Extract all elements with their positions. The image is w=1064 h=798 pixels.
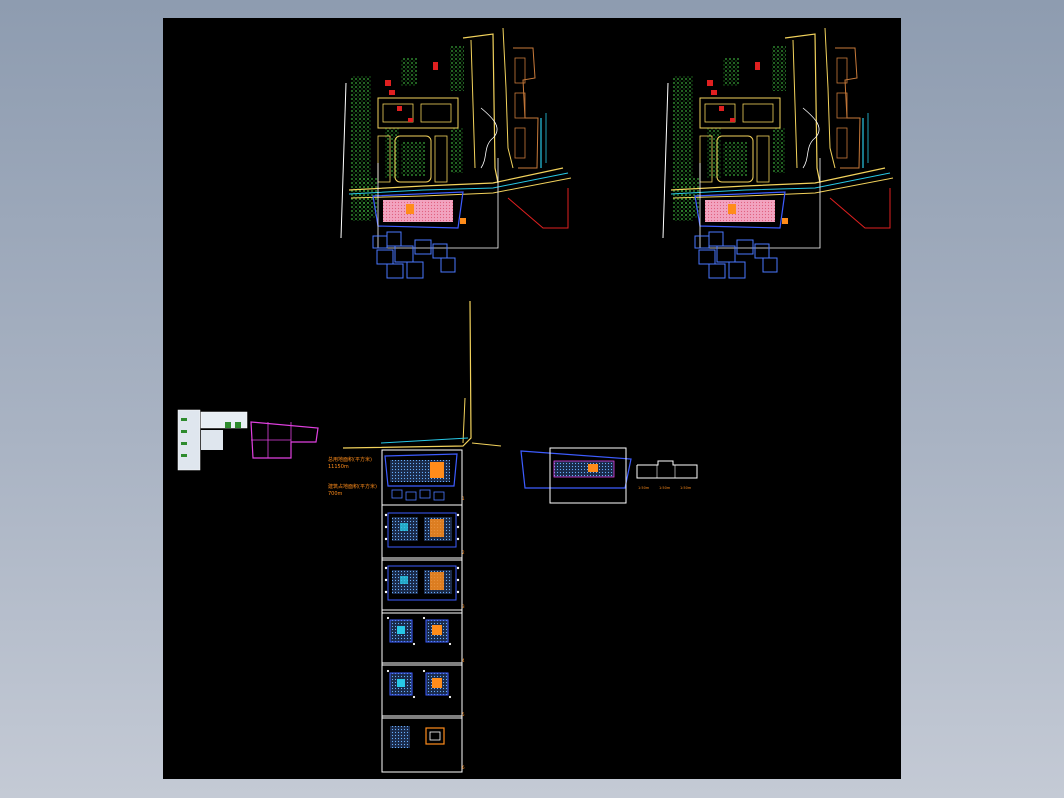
area2-value: 700m <box>328 491 343 497</box>
sheet-number-3: 3 <box>462 604 465 609</box>
sheet-4[interactable] <box>381 609 463 666</box>
site-plan-left[interactable] <box>340 27 572 279</box>
sheet-2[interactable] <box>381 504 463 561</box>
sheet-number-1: 1 <box>462 496 465 501</box>
area2-title: 建筑占地面积(平方米) <box>328 483 377 490</box>
scale-label-3: 1:50m <box>680 486 692 490</box>
area-annotations: 总用地面积(平方米) 11150m 建筑占地面积(平方米) 700m <box>328 456 377 497</box>
scale-label-1: 1:50m <box>638 486 650 490</box>
sheet-number-4: 4 <box>462 658 465 663</box>
sheet-number-6: 6 <box>462 765 465 770</box>
legend-table[interactable] <box>177 409 248 471</box>
road-centerline <box>342 300 502 449</box>
elevation-view[interactable] <box>520 447 632 504</box>
cad-drawing-canvas[interactable]: 总用地面积(平方米) 11150m 建筑占地面积(平方米) 700m <box>163 18 901 779</box>
sheet-number-2: 2 <box>462 550 465 555</box>
site-plan-right[interactable] <box>662 27 894 279</box>
area1-value: 11150m <box>328 464 349 470</box>
sheet-1[interactable] <box>381 449 463 506</box>
floor-plan-sheets[interactable]: 1 2 3 4 5 6 <box>381 449 465 773</box>
sheet-3[interactable] <box>381 557 463 614</box>
scale-label-2: 1:50m <box>659 486 671 490</box>
sheet-number-5: 5 <box>462 712 465 717</box>
area1-title: 总用地面积(平方米) <box>328 456 372 463</box>
cad-model-viewport[interactable]: 总用地面积(平方米) 11150m 建筑占地面积(平方米) 700m <box>163 18 901 779</box>
site-boundary-magenta <box>250 421 319 459</box>
sheet-5[interactable] <box>381 662 463 719</box>
sheet-6[interactable] <box>381 715 463 773</box>
section-view[interactable]: 1:50m 1:50m 1:50m <box>636 460 698 490</box>
